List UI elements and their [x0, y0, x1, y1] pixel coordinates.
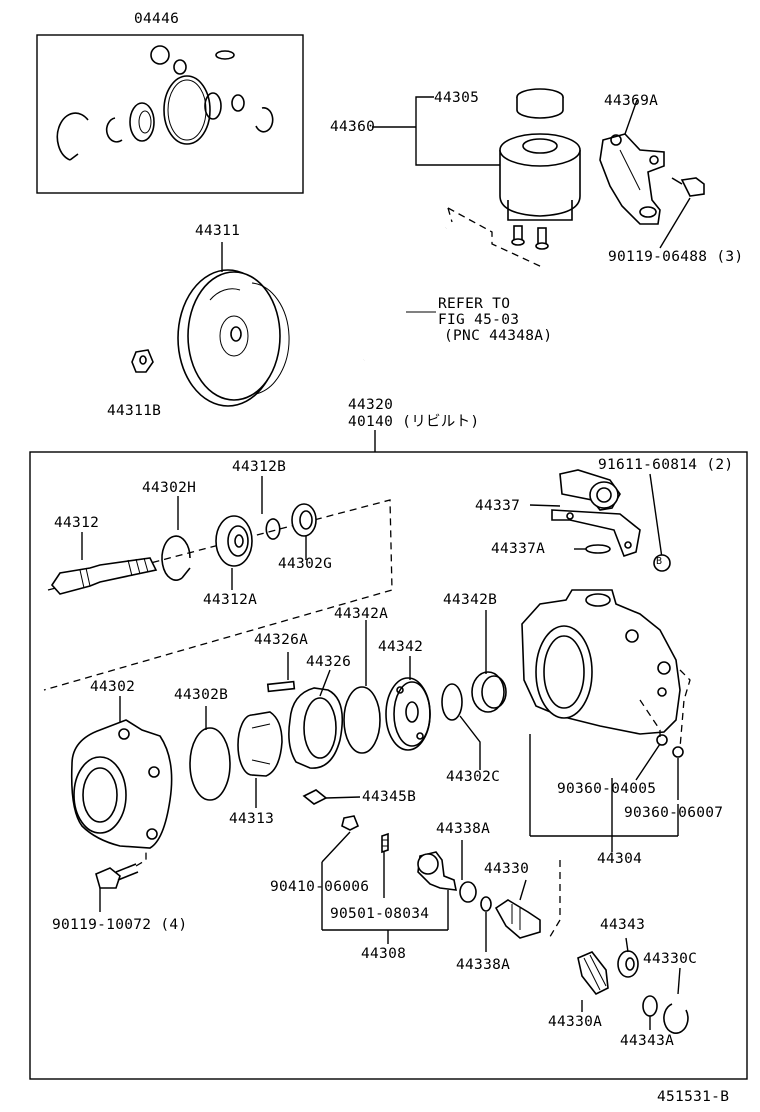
- label-44305: 44305: [434, 90, 480, 106]
- bracket-44369A: [599, 99, 705, 249]
- label-44311: 44311: [195, 223, 241, 239]
- label-44326: 44326: [306, 654, 352, 670]
- kit-04446-parts: [56, 45, 274, 161]
- marker-b: B: [656, 556, 663, 567]
- label-90119-10072: 90119-10072 (4): [52, 917, 188, 933]
- label-44313: 44313: [229, 811, 275, 827]
- label-90501-08034: 90501-08034: [330, 906, 430, 922]
- label-44312: 44312: [54, 515, 100, 531]
- label-44302C: 44302C: [446, 769, 501, 785]
- kit-box-04446: [36, 34, 304, 194]
- label-44312B: 44312B: [232, 459, 287, 475]
- label-44302H: 44302H: [142, 480, 197, 496]
- refer-note-line3: (PNC 44348A): [444, 328, 553, 344]
- label-44360: 44360: [330, 119, 376, 135]
- rear-housing-44304: [521, 589, 691, 941]
- label-44304: 44304: [597, 851, 643, 867]
- label-44338A-lower: 44338A: [456, 957, 511, 973]
- label-44337A: 44337A: [491, 541, 546, 557]
- union-44337: [529, 469, 671, 572]
- label-91611-60814: 91611-60814 (2): [598, 457, 734, 473]
- label-44311B: 44311B: [107, 403, 162, 419]
- label-44345B: 44345B: [362, 789, 417, 805]
- label-44342A: 44342A: [334, 606, 389, 622]
- label-44302G: 44302G: [278, 556, 333, 572]
- label-44302: 44302: [90, 679, 136, 695]
- refer-note-line2: FIG 45-03: [438, 312, 520, 328]
- label-44330: 44330: [484, 861, 530, 877]
- label-44330C: 44330C: [643, 951, 698, 967]
- label-40140: 40140 (リビルト): [348, 414, 480, 430]
- label-90360-06007: 90360-06007: [624, 805, 724, 821]
- label-44343: 44343: [600, 917, 646, 933]
- flow-control-group: [321, 815, 689, 1034]
- label-90360-04005: 90360-04005: [557, 781, 657, 797]
- label-44330A: 44330A: [548, 1014, 603, 1030]
- label-44342: 44342: [378, 639, 424, 655]
- label-44342B: 44342B: [443, 592, 498, 608]
- assembly-box-44320: [29, 451, 748, 1080]
- front-housing-44302: [70, 696, 173, 912]
- label-44302B: 44302B: [174, 687, 229, 703]
- hose-44348A: [358, 207, 545, 362]
- label-44369A: 44369A: [604, 93, 659, 109]
- label-44326A: 44326A: [254, 632, 309, 648]
- pulley-44311: [131, 242, 290, 407]
- label-44320: 44320: [348, 397, 394, 413]
- label-44308: 44308: [361, 946, 407, 962]
- label-44343A: 44343A: [620, 1033, 675, 1049]
- shaft-group: [43, 476, 393, 691]
- label-44312A: 44312A: [203, 592, 258, 608]
- cam-group: [189, 610, 507, 808]
- refer-note-line1: REFER TO: [438, 296, 511, 312]
- reservoir-44360: [372, 88, 581, 250]
- label-90119-06488: 90119-06488 (3): [608, 249, 744, 265]
- label-44338A-upper: 44338A: [436, 821, 491, 837]
- label-44337: 44337: [475, 498, 521, 514]
- diagram-ref-code: 451531-B: [657, 1089, 730, 1105]
- label-90410-06006: 90410-06006: [270, 879, 370, 895]
- label-04446: 04446: [134, 11, 180, 27]
